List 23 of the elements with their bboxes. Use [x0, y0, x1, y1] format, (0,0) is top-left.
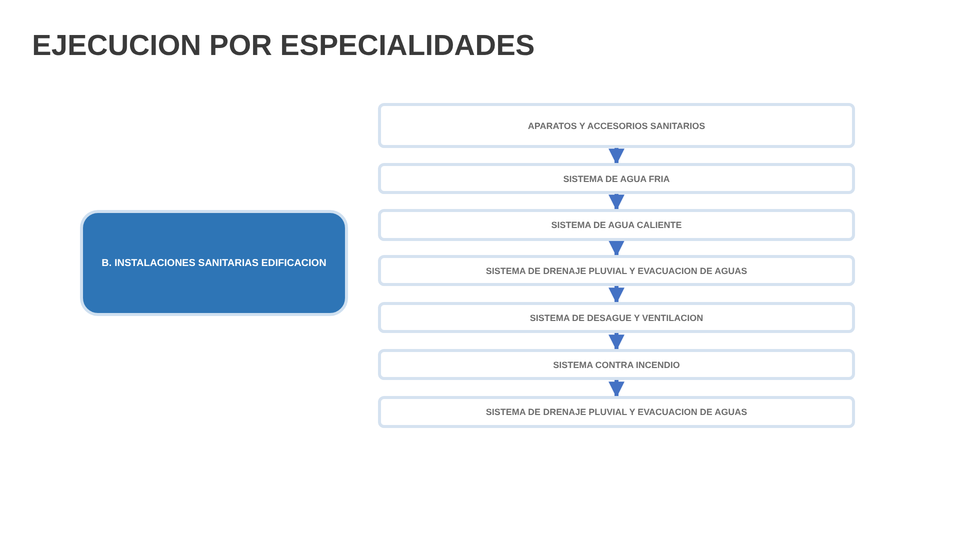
arrow [608, 194, 624, 211]
arrow [608, 240, 624, 257]
arrow [608, 286, 624, 304]
process-box [378, 163, 855, 194]
process-box [378, 396, 855, 428]
box-label: APARATOS Y ACCESORIOS SANITARIOS [528, 120, 706, 130]
page-title: EJECUCION POR ESPECIALIDADES [32, 30, 535, 63]
process-box [378, 103, 855, 148]
box-label: SISTEMA DE AGUA FRIA [563, 174, 670, 184]
process-box [378, 255, 855, 286]
arrow [608, 333, 624, 351]
process-box [378, 349, 855, 380]
process-box [378, 209, 855, 241]
arrow [608, 148, 624, 165]
box-label: SISTEMA DE DRENAJE PLUVIAL Y EVACUACION DE AGUAS [486, 266, 748, 276]
box-label: SISTEMA DE DESAGUE Y VENTILACION [530, 312, 704, 322]
category-box [80, 210, 348, 316]
box-label: SISTEMA CONTRA INCENDIO [553, 360, 680, 370]
arrow [608, 380, 624, 398]
box-label: SISTEMA DE DRENAJE PLUVIAL Y EVACUACION DE AGUAS [486, 407, 748, 417]
box-label: B. INSTALACIONES SANITARIAS EDIFICACION [102, 258, 326, 268]
box-label: SISTEMA DE AGUA CALIENTE [551, 220, 682, 230]
process-box [378, 302, 855, 333]
